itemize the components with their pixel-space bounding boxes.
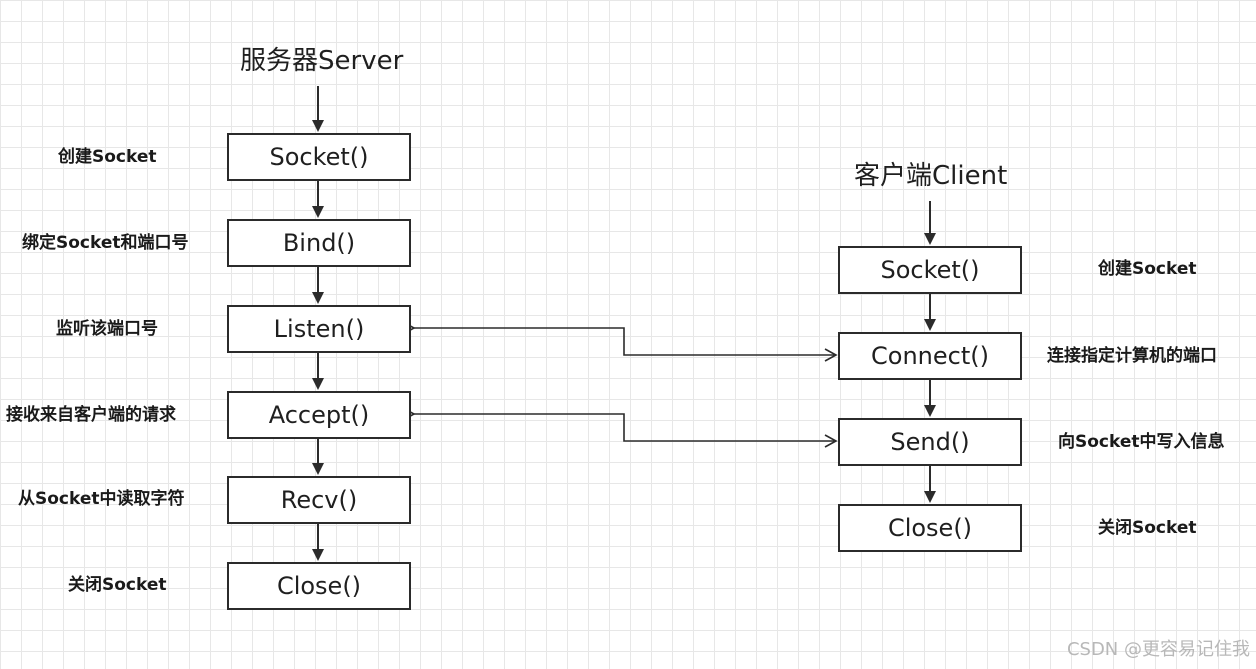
server-close-note: 关闭Socket <box>68 575 167 595</box>
connector-accept-send <box>402 407 838 448</box>
server-title: 服务器Server <box>240 46 404 76</box>
server-bind-box: Bind() <box>227 219 411 267</box>
server-recv-box: Recv() <box>227 476 411 524</box>
client-socket-box: Socket() <box>838 246 1022 294</box>
client-send-note: 向Socket中写入信息 <box>1058 432 1225 452</box>
client-title: 客户端Client <box>854 161 1008 191</box>
client-connect-box: Connect() <box>838 332 1022 380</box>
server-recv-note: 从Socket中读取字符 <box>18 489 185 509</box>
server-close-box: Close() <box>227 562 411 610</box>
server-socket-note: 创建Socket <box>58 147 157 167</box>
client-close-box: Close() <box>838 504 1022 552</box>
connector-listen-connect <box>402 321 838 362</box>
csdn-watermark: CSDN @更容易记住我 <box>1066 639 1250 660</box>
client-close-note: 关闭Socket <box>1098 518 1197 538</box>
server-listen-box: Listen() <box>227 305 411 353</box>
server-accept-box: Accept() <box>227 391 411 439</box>
client-socket-note: 创建Socket <box>1098 259 1197 279</box>
server-listen-note: 监听该端口号 <box>56 319 158 339</box>
client-send-box: Send() <box>838 418 1022 466</box>
server-accept-note: 接收来自客户端的请求 <box>6 405 176 425</box>
server-bind-note: 绑定Socket和端口号 <box>22 233 189 253</box>
server-socket-box: Socket() <box>227 133 411 181</box>
client-connect-note: 连接指定计算机的端口 <box>1047 346 1217 366</box>
